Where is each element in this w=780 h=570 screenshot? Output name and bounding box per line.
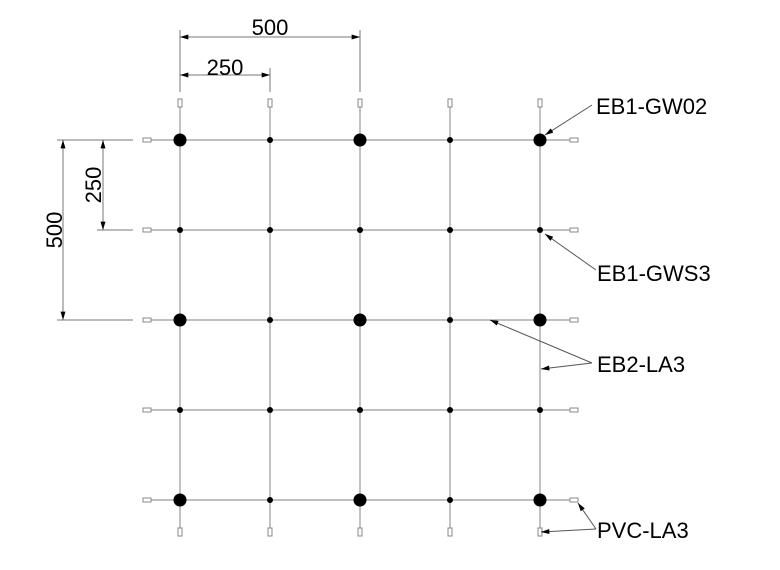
pvc-cap-left <box>142 227 152 233</box>
junction-node <box>357 407 363 413</box>
pvc-cap-right <box>569 317 579 323</box>
pvc-cap-left <box>142 407 152 413</box>
junction-node <box>447 137 453 143</box>
pvc-cap-top <box>537 98 543 108</box>
ground-rod-node <box>353 313 367 327</box>
pvc-cap-top <box>447 98 453 108</box>
ground-rod-node <box>533 493 547 507</box>
ground-rod-node <box>173 133 187 147</box>
label-pvc-la3: PVC-LA3 <box>597 518 689 543</box>
ground-rod-node <box>353 493 367 507</box>
ground-rod-node <box>533 313 547 327</box>
pvc-cap-left <box>142 497 152 503</box>
ground-rod-node <box>173 493 187 507</box>
junction-node <box>177 227 183 233</box>
junction-node <box>267 407 273 413</box>
dimension-500-horizontal: 500 <box>252 15 289 40</box>
pvc-cap-top <box>267 98 273 108</box>
label-eb2-la3: EB2-LA3 <box>597 352 685 377</box>
pvc-cap-bottom <box>267 527 273 537</box>
pvc-cap-right <box>569 497 579 503</box>
junction-node <box>267 227 273 233</box>
pvc-cap-bottom <box>177 527 183 537</box>
junction-node <box>267 317 273 323</box>
pvc-cap-right <box>569 407 579 413</box>
leader-eb2-la3-vertical <box>540 362 593 371</box>
label-eb1-gw02: EB1-GW02 <box>596 94 707 119</box>
junction-node <box>537 407 543 413</box>
leader-pvc-la3-horizontal <box>577 502 597 530</box>
grid-nodes <box>173 133 547 507</box>
pvc-cap-right <box>569 227 579 233</box>
junction-node <box>447 497 453 503</box>
junction-node <box>447 317 453 323</box>
junction-node <box>177 407 183 413</box>
dimension-250-horizontal: 250 <box>207 55 244 80</box>
ground-rod-node <box>173 313 187 327</box>
ground-rod-node <box>353 133 367 147</box>
dimension-500-vertical: 500 <box>42 212 67 249</box>
pvc-cap-bottom <box>447 527 453 537</box>
pvc-cap-right <box>569 137 579 143</box>
left-dimensions: 500 250 <box>42 139 133 321</box>
ground-rod-node <box>533 133 547 147</box>
junction-node <box>447 227 453 233</box>
junction-node <box>447 407 453 413</box>
pvc-cap-left <box>142 317 152 323</box>
annotations: EB1-GW02 EB1-GWS3 EB2-LA3 PVC-LA3 <box>489 94 711 543</box>
junction-node <box>267 497 273 503</box>
leader-eb1-gw02 <box>544 104 593 136</box>
label-eb1-gws3: EB1-GWS3 <box>597 261 711 286</box>
leader-eb2-la3-horizontal <box>489 319 593 364</box>
pvc-cap-bottom <box>357 527 363 537</box>
pvc-cap-left <box>142 137 152 143</box>
pvc-cap-top <box>357 98 363 108</box>
pvc-cap-top <box>177 98 183 108</box>
dimension-250-vertical: 250 <box>81 167 106 204</box>
leader-pvc-la3-vertical <box>540 528 597 535</box>
junction-node <box>357 227 363 233</box>
junction-node <box>537 227 543 233</box>
top-dimensions: 500 250 <box>179 15 361 92</box>
leader-eb1-gws3 <box>544 233 597 271</box>
junction-node <box>267 137 273 143</box>
